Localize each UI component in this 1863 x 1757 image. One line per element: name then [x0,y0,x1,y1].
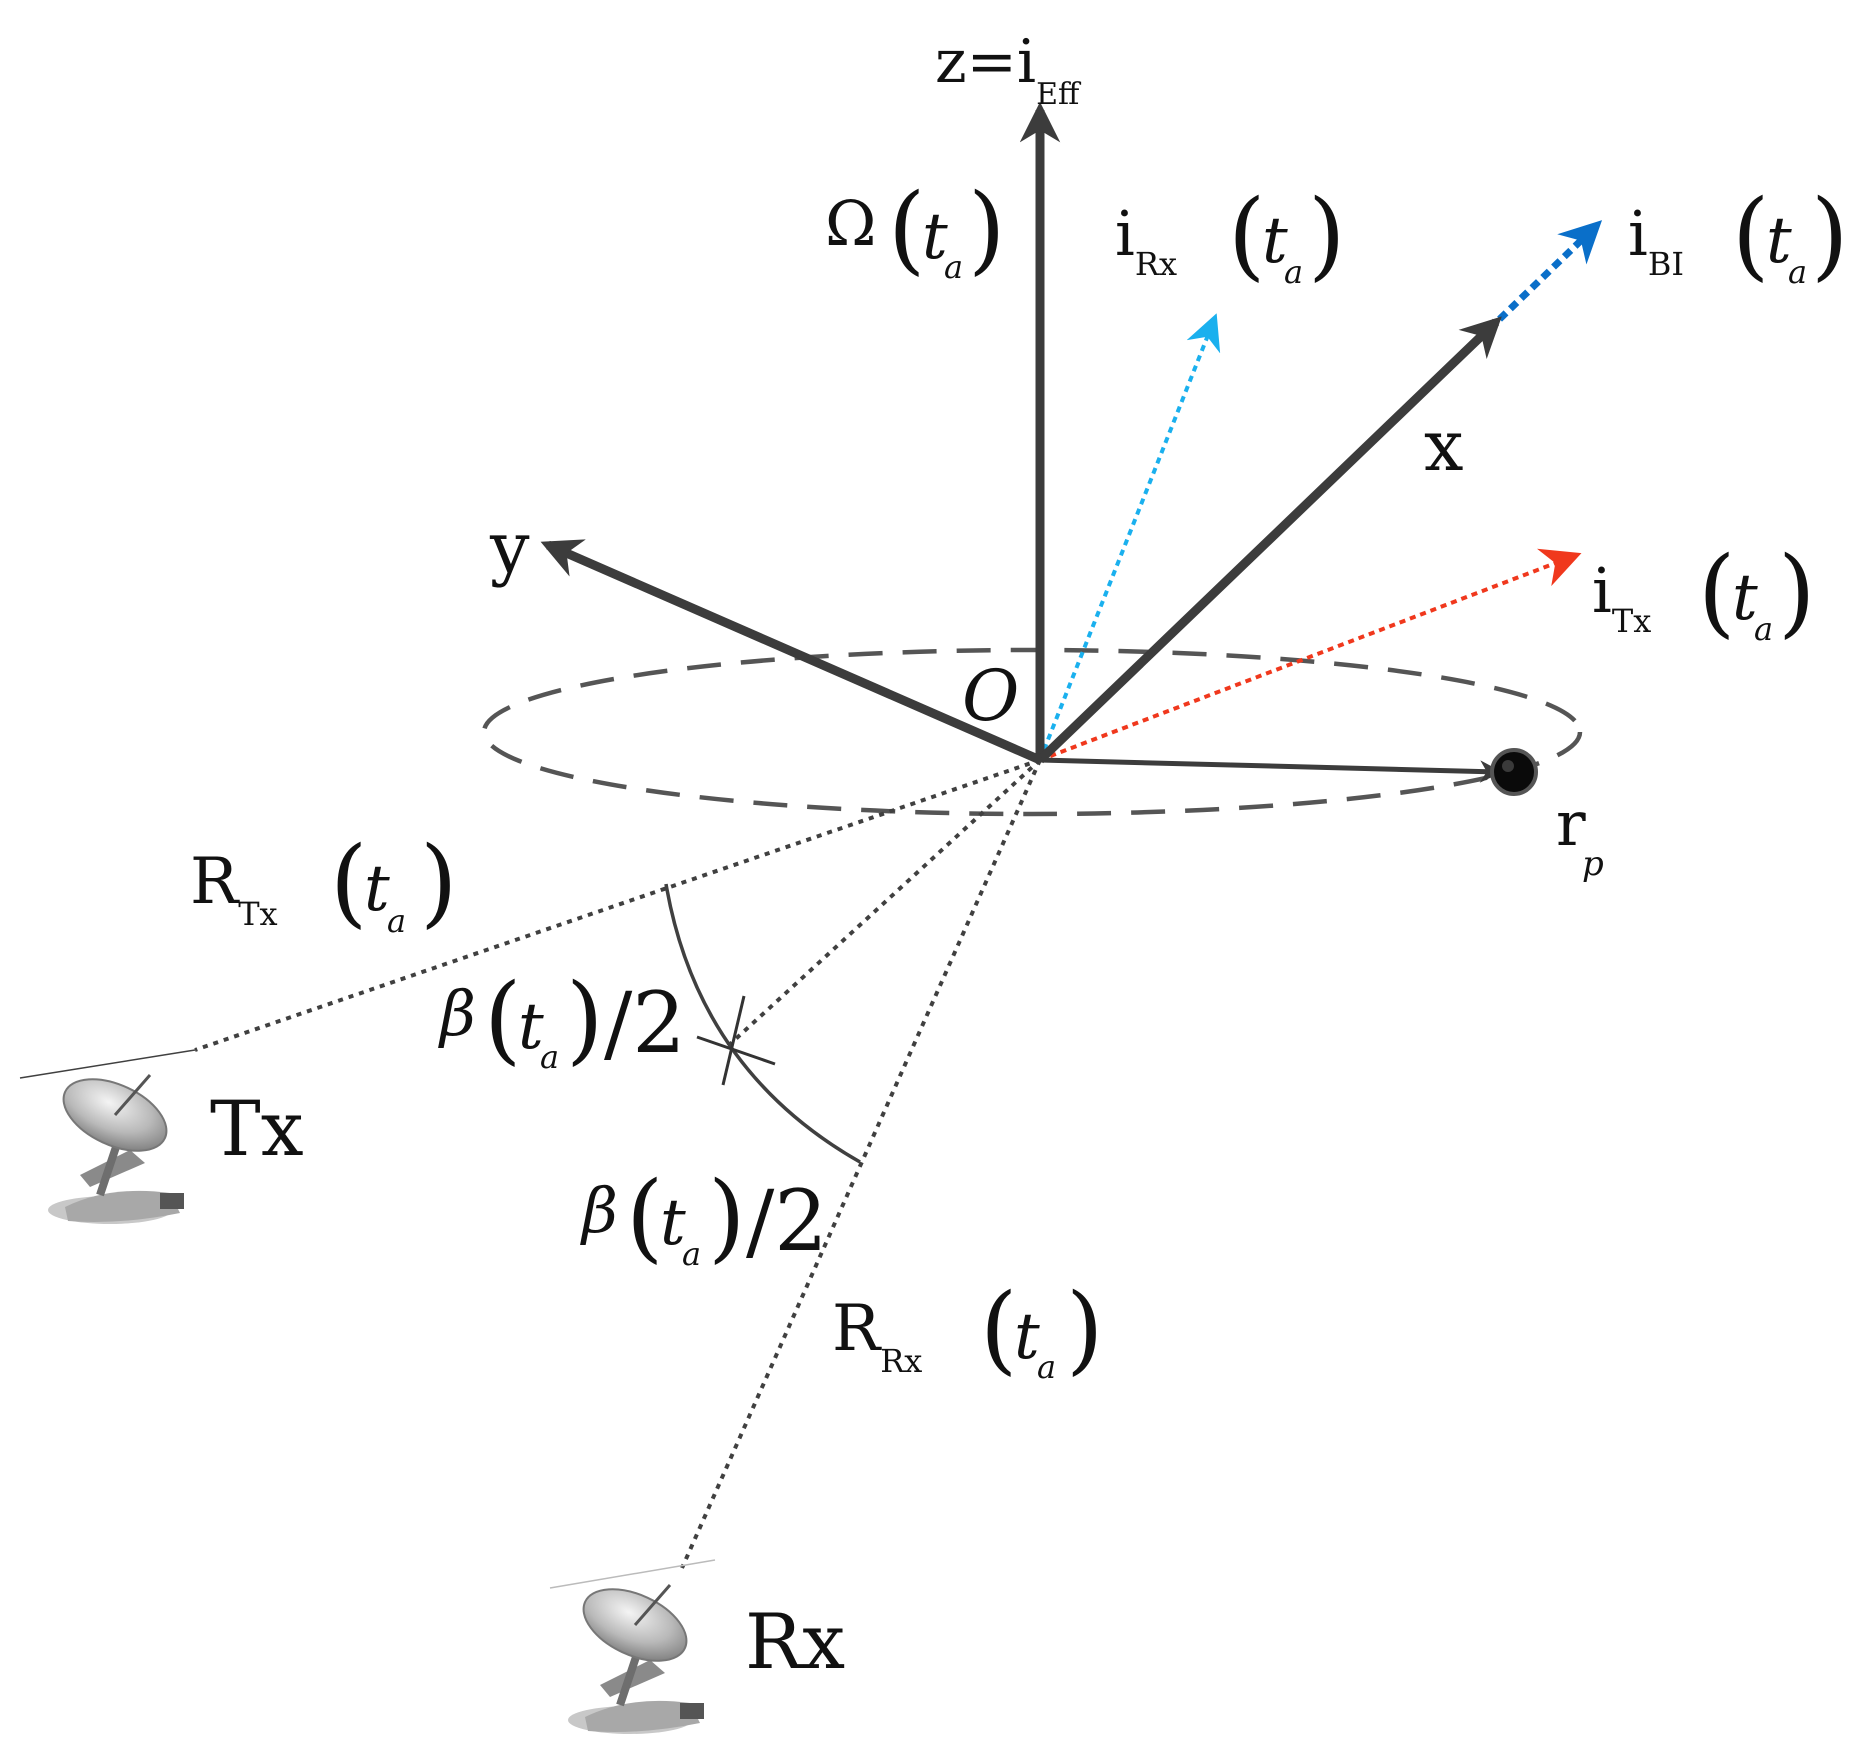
r-rx-label-main: R [832,1292,882,1366]
omega-symbol: Ω [825,187,876,260]
z-axis-label: z=iEff [935,27,1082,112]
beta-upper-symbol: β [438,977,476,1050]
r-rx-label: RRx ( t a ) [832,1273,1103,1386]
i-tx-paren-close: ) [1778,536,1815,648]
i-bi-vector [1475,220,1603,343]
r-tx-label-main: R [190,845,240,919]
rx-line-of-sight [680,759,1042,1569]
y-axis-label: y [489,507,530,589]
r-rx-paren-close: ) [1066,1273,1103,1385]
arc-tick-mark-cross [721,995,746,1086]
satellite-dish-icon [568,1584,704,1734]
r-tx-label: RTx ( t a ) [190,826,457,940]
arc-tick-mark [696,1035,776,1066]
r-p-vector [1039,757,1503,783]
i-tx-label: iTx ( t a ) [1592,536,1815,648]
beta-lower-paren-open: ( [626,1161,663,1273]
rx-station-label: Rx [745,1597,845,1686]
scatterer-highlight [1502,760,1514,772]
beta-upper-label: β ( t a ) /2 [438,963,686,1076]
r-rx-arg: t [1014,1300,1040,1374]
r-rx-paren-open: ( [980,1273,1017,1385]
x-axis-label: x [1424,405,1463,487]
tx-baseline-edge [19,1049,196,1079]
beta-lower-paren-close: ) [708,1161,745,1273]
i-tx-vector [1039,548,1582,762]
svg-text:iBI: iBI [1628,197,1684,283]
r-p-label-sub: p [1582,844,1604,884]
r-tx-label-sub: Tx [238,895,277,933]
beta-lower-arg-sub: a [682,1235,701,1273]
beta-upper-arg: t [518,990,544,1064]
r-tx-paren-open: ( [330,826,367,938]
omega-label: Ω ( t a ) [825,173,1005,286]
omega-arg-sub: a [944,248,963,286]
i-rx-paren-close: ) [1308,179,1345,291]
beta-lower-symbol: β [580,1174,618,1247]
r-tx-arg-sub: a [387,902,406,940]
scatterer-point [1490,748,1538,796]
r-p-label: r p [1556,787,1604,884]
i-bi-label-main: i [1628,197,1648,270]
omega-arg: t [922,200,948,274]
svg-text:iTx: iTx [1592,554,1651,640]
z-axis-label-main: z=i [935,27,1036,97]
svg-text:z=iEff: z=iEff [935,27,1082,112]
bistatic-angle-arc [664,883,861,1164]
i-tx-label-main: i [1592,554,1612,627]
r-tx-paren-close: ) [420,826,457,938]
beta-upper-arg-sub: a [540,1038,559,1076]
origin-label: O [962,655,1019,737]
r-p-label-main: r [1556,787,1586,860]
r-rx-arg-sub: a [1037,1348,1056,1386]
rx-baseline-edge [549,1559,716,1589]
rotation-orbit-ellipse [481,647,1583,817]
beta-upper-tail: /2 [604,974,686,1072]
i-bi-arg: t [1766,204,1792,278]
i-tx-paren-open: ( [1698,536,1735,648]
beta-lower-arg: t [660,1186,686,1260]
svg-text:iRx: iRx [1115,197,1177,283]
i-rx-label: iRx ( t a ) [1115,179,1345,291]
beta-lower-tail: /2 [746,1172,828,1270]
bisector-line [726,758,1042,1048]
tx-station-label: Tx [210,1084,304,1173]
i-tx-label-sub: Tx [1612,602,1651,640]
i-tx-arg-sub: a [1754,610,1773,648]
i-rx-label-sub: Rx [1135,245,1177,283]
omega-paren-close: ) [968,173,1005,285]
svg-text:RTx: RTx [190,845,278,933]
i-bi-arg-sub: a [1788,253,1807,291]
i-rx-arg: t [1262,204,1288,278]
i-bi-paren-open: ( [1732,179,1769,291]
r-rx-label-sub: Rx [880,1342,922,1380]
i-bi-paren-close: ) [1811,179,1848,291]
omega-paren-open: ( [888,173,925,285]
beta-lower-label: β ( t a ) /2 [580,1161,828,1273]
svg-text:RRx: RRx [832,1292,922,1380]
satellite-dish-icon [48,1074,184,1224]
i-bi-label: iBI ( t a ) [1628,179,1848,291]
i-rx-paren-open: ( [1228,179,1265,291]
i-rx-label-main: i [1115,197,1135,270]
beta-upper-paren-close: ) [566,963,603,1075]
r-tx-arg: t [364,852,390,926]
i-tx-arg: t [1732,561,1758,635]
i-rx-vector [1038,313,1221,761]
x-axis-arrow [1036,316,1502,764]
z-axis-label-sub: Eff [1036,77,1082,112]
y-axis-arrow [540,539,1042,765]
beta-upper-paren-open: ( [484,963,521,1075]
i-bi-label-sub: BI [1648,245,1684,283]
i-rx-arg-sub: a [1284,253,1303,291]
